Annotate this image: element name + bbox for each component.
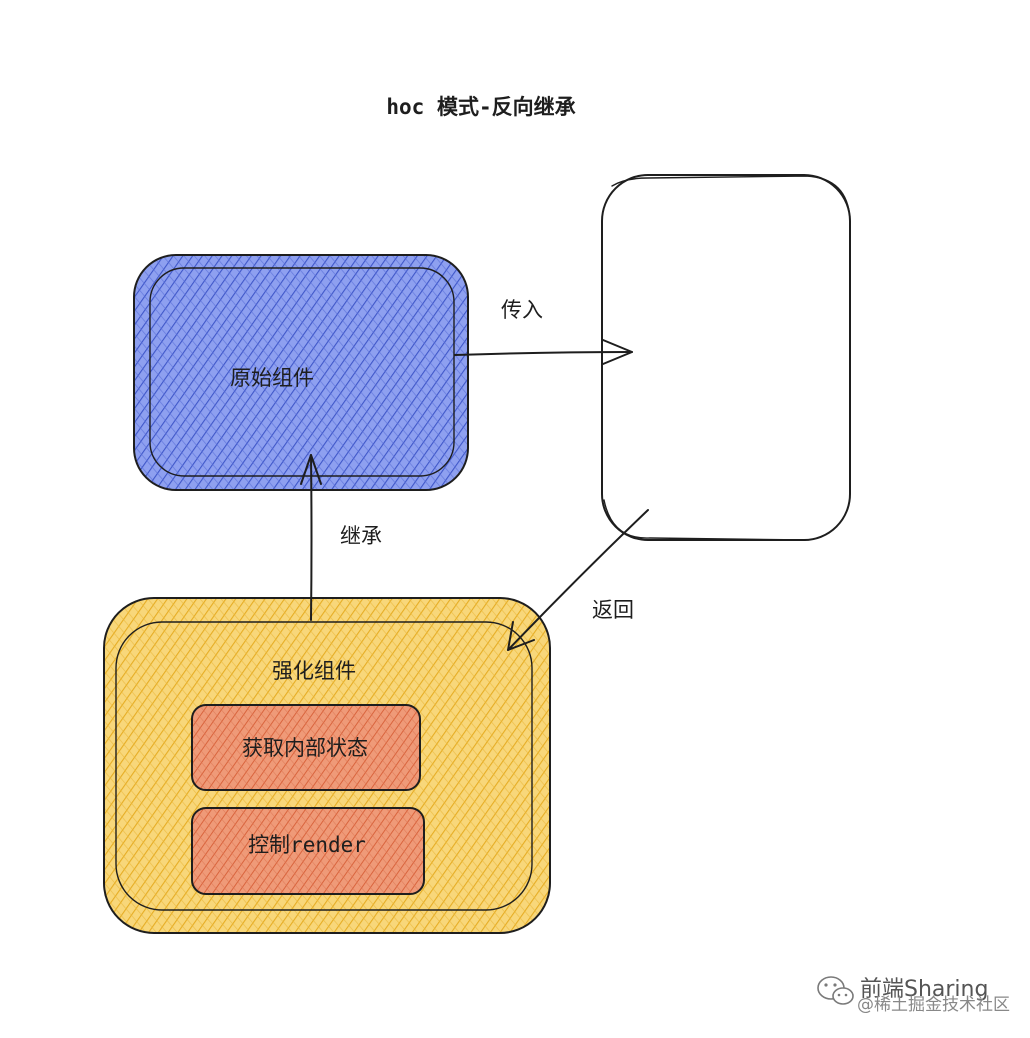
control-render-node: 控制render	[191, 807, 425, 895]
enhanced-component-label: 强化组件	[272, 659, 356, 683]
inherit-edge: 继承	[300, 454, 382, 621]
original-component-label: 原始组件	[230, 366, 314, 390]
pass-in-label: 传入	[501, 298, 543, 322]
original-component-node: 原始组件	[133, 254, 469, 491]
inherit-label: 继承	[340, 524, 382, 548]
diagram-title: hoc 模式-反向继承	[386, 95, 575, 119]
higher-order-node	[601, 174, 851, 541]
watermark-brand: 前端Sharing	[860, 977, 988, 1002]
control-render-label: 控制render	[248, 833, 366, 857]
wechat-icon	[817, 976, 854, 1005]
return-edge: 返回	[507, 509, 649, 651]
watermark: 前端Sharing @稀土掘金技术社区	[817, 976, 1010, 1015]
return-label: 返回	[592, 598, 634, 622]
get-internal-state-node: 获取内部状态	[191, 704, 421, 791]
watermark-sub: @稀土掘金技术社区	[857, 995, 1010, 1015]
pass-in-edge: 传入	[454, 298, 633, 365]
get-internal-state-label: 获取内部状态	[242, 736, 368, 760]
